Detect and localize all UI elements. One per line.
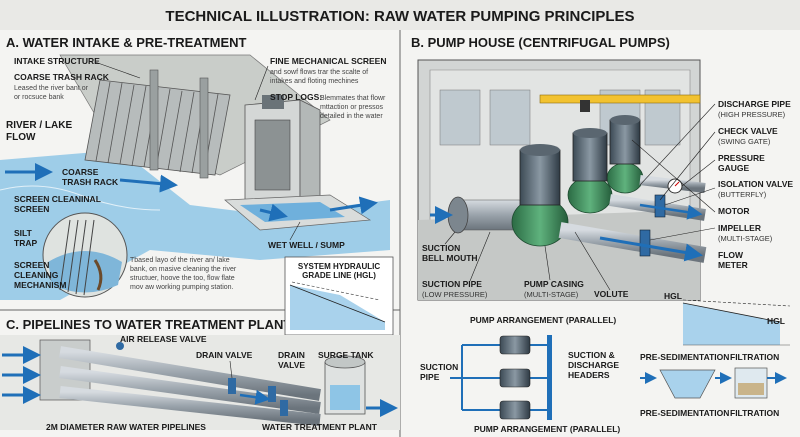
label-coarse-trash-rack-2b: TRASH RACK <box>62 177 119 187</box>
label-drain-valve: DRAIN VALVE <box>196 350 253 360</box>
note-stop-logs-2: mttaction or pressos <box>320 104 384 111</box>
label-fine-mechanical-screen: FINE MECHANICAL SCREEN <box>270 56 387 66</box>
title-bar <box>0 0 800 30</box>
label-coarse-trash-rack: COARSE TRASH RACK <box>14 72 110 82</box>
leader-fine-screen <box>254 65 269 101</box>
label-stop-logs: STOP LOGS: <box>270 92 322 102</box>
label-hgl-top: HGL <box>664 291 682 301</box>
label-intake-structure: INTAKE STRUCTURE <box>14 56 100 66</box>
page-title: TECHNICAL ILLUSTRATION: RAW WATER PUMPIN… <box>165 8 634 25</box>
label-silt-trap-2: TRAP <box>14 238 37 248</box>
label-arr-suction-1: SUCTION <box>420 362 458 372</box>
label-isolation-valve: ISOLATION VALVE <box>718 179 793 189</box>
note-bottom-2: bank, on masive cleaning the river <box>130 266 237 273</box>
label-pump-arrangement-top: PUMP ARRANGEMENT (PARALLEL) <box>470 315 616 325</box>
section-a-heading: A. WATER INTAKE & PRE-TREATMENT <box>6 35 247 50</box>
leader-intake-structure <box>94 61 141 79</box>
hgl-box-title-1: SYSTEM HYDRAULIC <box>298 262 380 271</box>
label-screen-cleaning-2: CLEANING <box>14 270 59 280</box>
label-pump-casing-sub: (MULTI-STAGE) <box>524 290 579 299</box>
label-pre-sed-bottom: PRE-SEDIMENTATION <box>640 408 729 418</box>
label-screen-cleaninal-1: SCREEN CLEANINAL <box>14 194 101 204</box>
label-flow-meter-2: METER <box>718 260 748 270</box>
label-river-flow-2: FLOW <box>6 132 36 143</box>
label-water-treatment-plant: WATER TREATMENT PLANT <box>262 422 378 432</box>
label-check-valve-sub: (SWING GATE) <box>718 137 771 146</box>
note-coarse-trash-rack-2: or rocsuce bank <box>14 94 64 101</box>
label-pump-arrangement-bottom: PUMP ARRANGEMENT (PARALLEL) <box>474 424 620 434</box>
label-volute: VOLUTE <box>594 289 629 299</box>
label-discharge-pipe: DISCHARGE PIPE <box>718 99 791 109</box>
label-impeller: IMPELLER <box>718 223 761 233</box>
label-coarse-trash-rack-2a: COARSE <box>62 167 99 177</box>
leader-suction-pipe <box>469 231 491 282</box>
note-bottom-1: Tbased layo of the river an/ lake <box>130 257 230 264</box>
label-air-release-valve: AIR RELEASE VALVE <box>120 334 207 344</box>
label-arr-suction-2: PIPE <box>420 372 440 382</box>
label-suction-pipe-sub: (LOW PRESSURE) <box>422 290 488 299</box>
label-screen-cleaning-1: SCREEN <box>14 260 49 270</box>
label-silt-trap-1: SILT <box>14 228 33 238</box>
label-hgl-right: HGL <box>767 316 785 326</box>
label-screen-cleaning-3: MECHANISM <box>14 280 66 290</box>
label-pre-sed-top: PRE-SEDIMENTATION <box>640 352 729 362</box>
label-discharge-pipe-sub: (HIGH PRESSURE) <box>718 110 786 119</box>
label-screen-cleaninal-2: SCREEN <box>14 204 49 214</box>
pipelines-illustration <box>0 335 400 430</box>
label-surge-tank: SURGE TANK <box>318 350 374 360</box>
note-coarse-trash-rack-1: Leased the river bant or <box>14 85 89 92</box>
note-fine-screen-2: intakes and floting mechines <box>270 78 359 85</box>
label-impeller-sub: (MULTI-STAGE) <box>718 234 773 243</box>
label-flow-meter-1: FLOW <box>718 250 744 260</box>
note-bottom-3: structuer, hoove the too, flow flate <box>130 275 235 282</box>
hgl-box <box>284 256 394 336</box>
label-drain-valve-2b: VALVE <box>278 360 305 370</box>
label-headers-3: HEADERS <box>568 370 610 380</box>
section-b-heading: B. PUMP HOUSE (CENTRIFUGAL PUMPS) <box>411 35 670 50</box>
label-motor: MOTOR <box>718 206 749 216</box>
note-fine-screen-1: and sowf flows trar the scalte of <box>270 69 368 76</box>
treatment-diagram <box>640 367 787 399</box>
note-stop-logs-3: detailed in the water <box>320 113 383 120</box>
label-filtration-bottom: FILTRATION <box>730 408 779 418</box>
pump-house-illustration <box>417 59 707 301</box>
leader-pump-casing <box>544 245 551 281</box>
label-isolation-valve-sub: (BUTTERFLY) <box>718 190 767 199</box>
label-drain-valve-2a: DRAIN <box>278 350 305 360</box>
hgl-box-title-2: GRADE LINE (HGL) <box>302 271 376 280</box>
hgl-chart-right <box>682 299 791 346</box>
pump-labels-right <box>631 103 716 241</box>
label-pump-casing: PUMP CASING <box>524 279 584 289</box>
leader-volute <box>574 231 611 291</box>
label-headers-1: SUCTION & <box>568 350 615 360</box>
label-wet-well: WET WELL / SUMP <box>268 240 345 250</box>
label-headers-2: DISCHARGE <box>568 360 619 370</box>
leader-wet-well <box>289 221 301 241</box>
note-stop-logs-1: Blemmates that flowr <box>320 95 386 102</box>
section-c-heading: C. PIPELINES TO WATER TREATMENT PLANT <box>6 317 291 332</box>
note-bottom-4: mov aw working pumping station. <box>130 284 234 291</box>
leader-drain-valve <box>229 360 233 379</box>
label-filtration-top: FILTRATION <box>730 352 779 362</box>
label-suction-pipe: SUCTION PIPE <box>422 279 482 289</box>
label-check-valve: CHECK VALVE <box>718 126 778 136</box>
label-suction-bell-mouth-2: BELL MOUTH <box>422 253 478 263</box>
label-river-flow-1: RIVER / LAKE <box>6 120 72 131</box>
label-pressure-gauge-2: GAUGE <box>718 163 750 173</box>
leader-bell-mouth <box>444 231 456 245</box>
label-pressure-gauge-1: PRESSURE <box>718 153 765 163</box>
label-suction-bell-mouth-1: SUCTION <box>422 243 460 253</box>
pump-arrangement-diagram <box>450 335 552 420</box>
intake-illustration <box>0 54 390 300</box>
label-raw-water-pipelines: 2M DIAMETER RAW WATER PIPELINES <box>46 422 206 432</box>
